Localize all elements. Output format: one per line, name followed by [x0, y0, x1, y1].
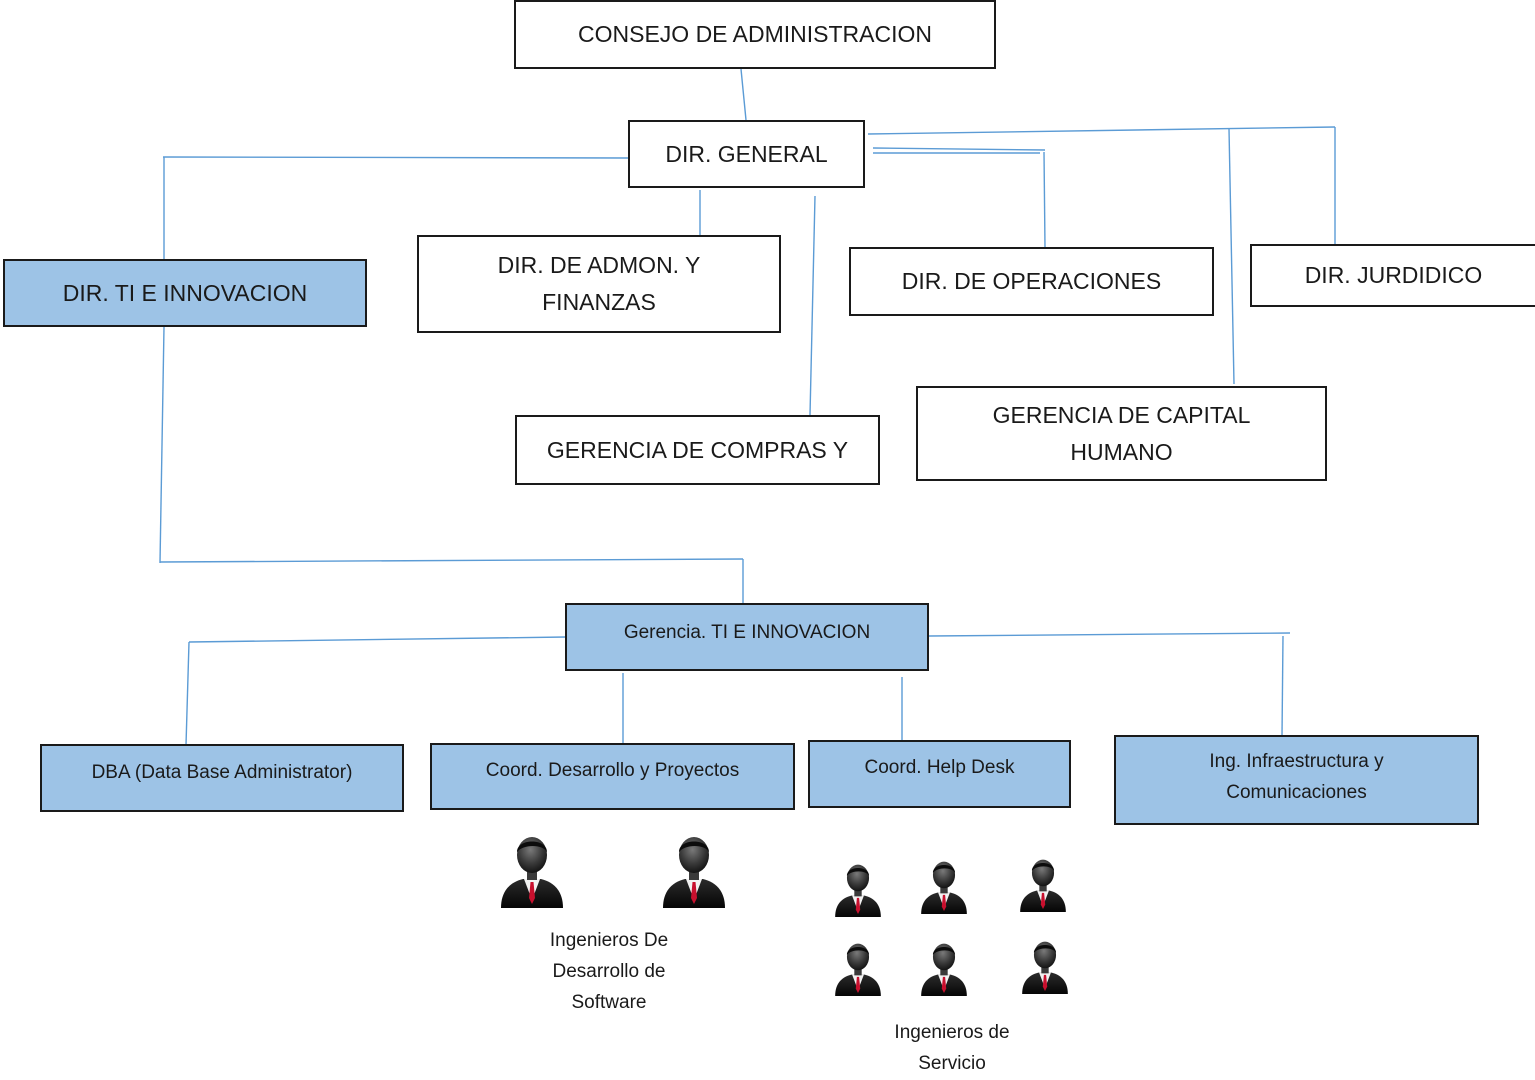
node-gerencia-compras: GERENCIA DE COMPRAS Y — [515, 415, 880, 485]
node-label: DBA (Data Base Administrator) — [91, 762, 353, 783]
node-label: DIR. DE ADMON. Y FINANZAS — [497, 252, 701, 315]
node-label: DIR. GENERAL — [665, 140, 828, 167]
node-gerencia-capital-humano: GERENCIA DE CAPITAL HUMANO — [916, 386, 1327, 481]
businessman-icon — [1019, 938, 1071, 994]
caption-ingenieros-servicio: Ingenieros de Servicio — [894, 1022, 1010, 1074]
connector — [740, 68, 747, 121]
businessman-icon — [918, 940, 970, 996]
node-dba: DBA (Data Base Administrator) — [40, 744, 404, 812]
businessman-icon — [832, 940, 884, 996]
connector — [872, 147, 1046, 151]
node-ing-infraestructura: Ing. Infraestructura y Comunicaciones — [1114, 735, 1479, 825]
node-gerencia-ti-innovacion: Gerencia. TI E INNOVACION — [565, 603, 929, 671]
node-coord-help-desk: Coord. Help Desk — [808, 740, 1071, 808]
node-dir-juridico: DIR. JURDIDICO — [1250, 244, 1535, 307]
connector — [1043, 151, 1046, 249]
node-dir-ti-innovacion: DIR. TI E INNOVACION — [3, 259, 367, 327]
businessman-icon — [659, 832, 729, 908]
connector — [162, 156, 629, 159]
connector — [159, 558, 744, 563]
connector — [809, 195, 816, 416]
node-label: Coord. Help Desk — [864, 757, 1015, 778]
connector — [185, 641, 190, 746]
connector — [188, 636, 567, 643]
node-label: DIR. TI E INNOVACION — [62, 279, 308, 306]
businessman-icon — [918, 858, 970, 914]
businessman-icon — [497, 832, 567, 908]
node-label: GERENCIA DE COMPRAS Y — [546, 436, 849, 463]
node-dir-operaciones: DIR. DE OPERACIONES — [849, 247, 1214, 316]
businessman-icon — [832, 861, 884, 917]
node-label: DIR. JURDIDICO — [1304, 262, 1483, 289]
connector — [867, 126, 1336, 135]
node-consejo-administracion: CONSEJO DE ADMINISTRACION — [514, 0, 996, 69]
node-label: Ing. Infraestructura y Comunicaciones — [1209, 751, 1384, 804]
node-label: CONSEJO DE ADMINISTRACION — [578, 21, 932, 48]
node-dir-admon-finanzas: DIR. DE ADMON. Y FINANZAS — [417, 235, 781, 333]
businessman-icon — [1017, 856, 1069, 912]
connector — [1281, 635, 1284, 737]
connector — [928, 632, 1291, 637]
node-coord-desarrollo-proyectos: Coord. Desarrollo y Proyectos — [430, 743, 795, 810]
caption-ingenieros-desarrollo: Ingenieros De Desarrollo de Software — [549, 930, 669, 1013]
connector — [159, 326, 165, 564]
node-label: Coord. Desarrollo y Proyectos — [485, 760, 740, 781]
connector — [1228, 128, 1235, 385]
node-label: DIR. DE OPERACIONES — [901, 268, 1162, 295]
node-label: GERENCIA DE CAPITAL HUMANO — [992, 401, 1251, 465]
node-label: Gerencia. TI E INNOVACION — [623, 622, 871, 643]
node-dir-general: DIR. GENERAL — [628, 120, 865, 188]
